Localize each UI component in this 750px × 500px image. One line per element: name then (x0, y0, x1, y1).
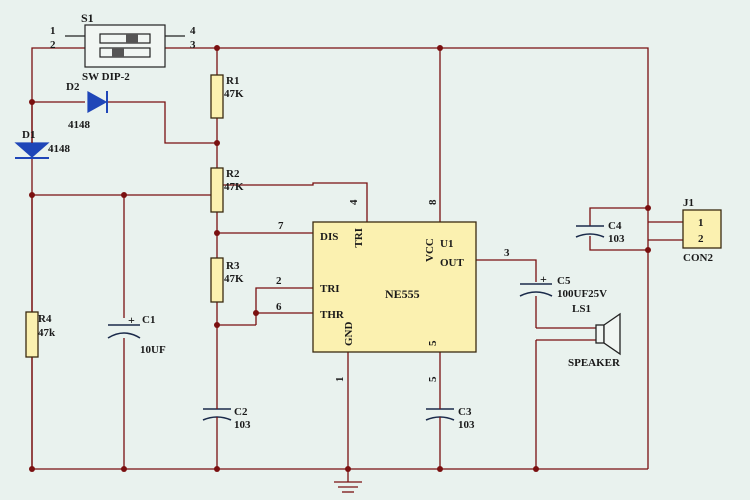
resistor-r3: R3 47K (210, 257, 244, 303)
pin-number: 3 (504, 247, 510, 259)
capacitor-c3: C3 103 (425, 400, 475, 431)
pin-label-gnd: GND (343, 322, 355, 347)
diode-d1: D1 4148 (14, 102, 71, 159)
d1-value-label: 4148 (48, 143, 71, 155)
r4-ref-label: R4 (38, 313, 52, 325)
diode-d2: D2 4148 (66, 81, 108, 131)
c4-value-label: 103 (608, 233, 625, 245)
c5-ref-label: C5 (557, 275, 571, 287)
speaker-name-label: SPEAKER (568, 357, 621, 369)
pin-label-dis: DIS (320, 231, 338, 243)
ne555-ic: DIS TRI VCC U1 OUT TRI NE555 THR GND 7 4… (276, 199, 510, 382)
pin-number: 7 (278, 220, 284, 232)
ic-ref-label: U1 (440, 238, 453, 250)
r4-value-label: 47k (38, 327, 56, 339)
pin-label-tri-top: TRI (353, 228, 365, 248)
pin-label-out: OUT (440, 257, 465, 269)
pin-label-thr: THR (320, 309, 345, 321)
c2-value-label: 103 (234, 419, 251, 431)
c5-polarity: + (540, 272, 547, 286)
capacitor-c4: C4 103 (575, 220, 625, 245)
pin-number: 5 (427, 376, 439, 382)
s1-pin-label: 1 (50, 25, 56, 37)
pin-number: 4 (348, 199, 360, 205)
resistor-r2: R2 47K (210, 167, 244, 213)
c5-value-label: 100UF25V (557, 288, 607, 300)
speaker-ls1: LS1 SPEAKER (568, 303, 621, 369)
c4-ref-label: C4 (608, 220, 622, 232)
j1-pin-label: 2 (698, 233, 704, 245)
j1-name-label: CON2 (683, 252, 713, 264)
c1-polarity: + (128, 313, 135, 327)
d2-value-label: 4148 (68, 119, 91, 131)
d2-ref-label: D2 (66, 81, 80, 93)
pin-number: 1 (334, 377, 346, 383)
ic-name-label: NE555 (385, 287, 420, 301)
speaker-ref-label: LS1 (572, 303, 591, 315)
r2-value-label: 47K (224, 181, 244, 193)
s1-ref-label: S1 (81, 11, 94, 25)
s1-name-label: SW DIP-2 (82, 71, 130, 83)
c1-ref-label: C1 (142, 314, 155, 326)
r2-ref-label: R2 (226, 168, 240, 180)
pin-number: 6 (276, 301, 282, 313)
resistor-r1: R1 47K (210, 74, 244, 119)
capacitor-c2: C2 103 (202, 400, 251, 431)
r1-ref-label: R1 (226, 75, 239, 87)
capacitor-c5: + C5 100UF25V (519, 272, 607, 300)
capacitor-c1: + C1 10UF (107, 313, 166, 356)
junction-dots (29, 45, 651, 472)
c3-ref-label: C3 (458, 406, 472, 418)
j1-pin-label: 1 (698, 217, 704, 229)
s1-pin-label: 2 (50, 39, 56, 51)
c2-ref-label: C2 (234, 406, 248, 418)
connector-j1: J1 1 2 CON2 (682, 197, 722, 264)
pin-number: 8 (427, 199, 439, 205)
d1-ref-label: D1 (22, 129, 35, 141)
pin-label-tri-left: TRI (320, 283, 340, 295)
pin-number: 2 (276, 275, 282, 287)
pin-label-vcc: VCC (424, 238, 436, 262)
resistor-r4: R4 47k (25, 311, 56, 358)
j1-ref-label: J1 (683, 197, 694, 209)
r3-ref-label: R3 (226, 260, 240, 272)
r3-value-label: 47K (224, 273, 244, 285)
c3-value-label: 103 (458, 419, 475, 431)
pin-number: 5 (427, 340, 439, 346)
s1-pin-label: 3 (190, 39, 196, 51)
wires (31, 47, 683, 493)
dip-switch-s1: S1 1 2 4 3 SW DIP-2 (50, 11, 196, 83)
c1-value-label: 10UF (140, 344, 166, 356)
r1-value-label: 47K (224, 88, 244, 100)
s1-pin-label: 4 (190, 25, 196, 37)
